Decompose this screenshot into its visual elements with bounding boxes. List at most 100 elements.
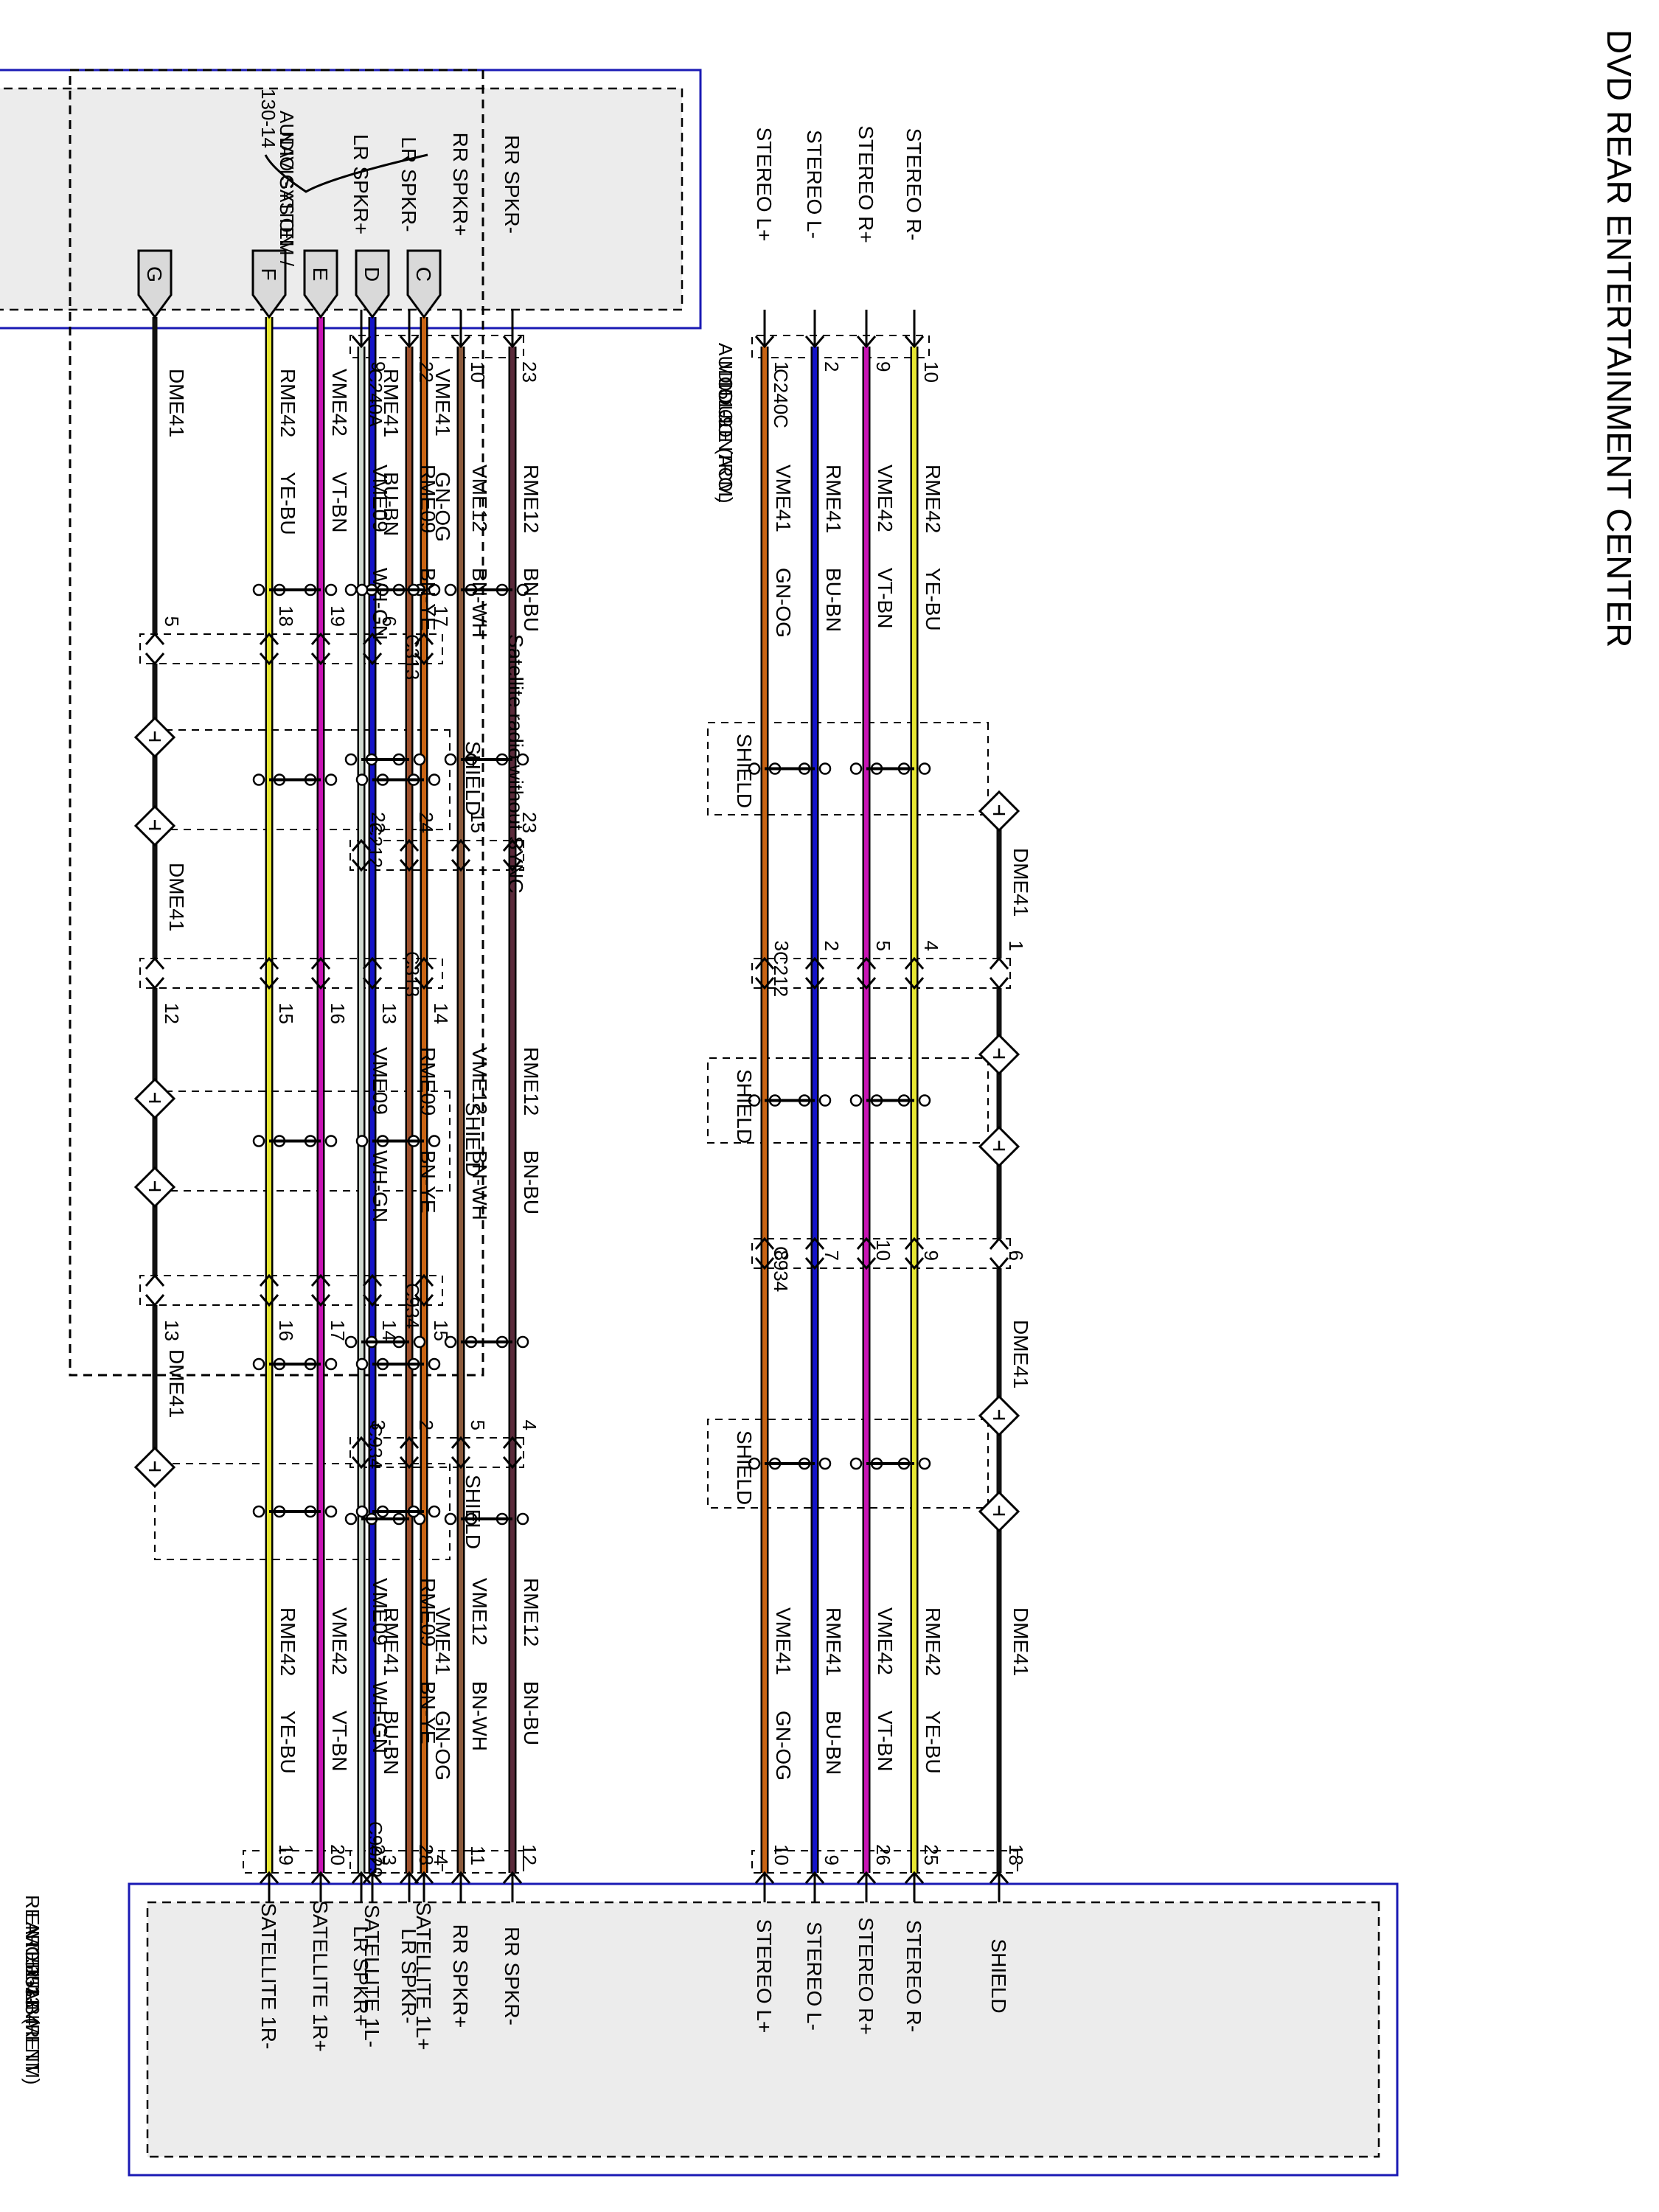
g1-arrow-retm-1 [399,1871,420,1884]
g3-pin-b-2: 16 [327,1003,349,1024]
g3-arrow-b1-2 [310,956,331,970]
g2-circuit-seg3-3: RME42 [922,1607,945,1676]
g3-arrow-b2-0 [414,977,434,990]
g3-shield-2-label: SHIELD [462,1102,484,1177]
g2-retm-label-2: STEREO R+ [855,1917,877,2034]
g3-arrow-a2-1 [362,653,383,666]
g3-extra-twist-b-0-top-a [324,583,338,597]
retm-name-line: ENTERTAINMENT [21,1913,44,2074]
g1-conn-b: C934 [364,1423,386,1469]
g2-retm-connector-box [751,1850,1018,1874]
g2-shield-3-twist-b-bot-a [918,1457,931,1470]
g2-shield-1-twist-a-bot-a [818,762,832,775]
g2-arrow-c212b-1 [804,977,825,990]
acm-name-line: MODULE (ACM) [714,361,737,504]
g3-arrow-a1-1 [362,632,383,645]
g2-arrow-c212a-0 [754,956,775,970]
g2-shield-3-label: SHIELD [733,1430,756,1505]
g1-color-seg3-0: WH-GN [369,1681,392,1753]
g3-pin-a-3: 18 [275,605,297,627]
g3-pin-a-0: 17 [430,605,452,627]
g2-drain-arrow-d [989,1257,1009,1270]
g3-circuit-seg1-0: VME41 [431,369,454,437]
g1-twist-1-bot-a [516,583,529,597]
g2-shield-1-label: SHIELD [733,734,756,808]
g3-drain-diamond-4-sym [149,1181,161,1192]
g2-shield-1-twist-b-bot-a [918,762,931,775]
g3-shield-1-twist-a-bot-b [355,773,369,786]
g3-drain-arrow-a [145,632,165,645]
g3-conn-a: C313 [401,634,423,680]
retm-name-line: 151-33 [21,1948,44,2008]
g2-color-seg3-0: GN-OG [772,1711,795,1781]
g2-arrow-c212a-2 [856,956,877,970]
g3-bracket [264,153,428,193]
g1-color-seg2-2: BN-WH [468,1150,491,1220]
g2-shield-2-twist-b-top-b [849,1094,863,1107]
g3-tag-drain-letter: G [143,266,166,282]
g3-pin-b-3: 15 [275,1003,297,1024]
g3-shield-3-twist-b-bot-b [252,1505,265,1518]
g2-circuit-seg3-2: VME42 [874,1607,897,1675]
g3-retm-label-2: SATELLITE 1R+ [309,1900,332,2052]
g2-arrow-acm-0 [754,335,775,349]
g2-shield-3-twist-a-bot-a [818,1457,832,1470]
g2-pin-b-1: 7 [821,1251,843,1261]
g3-tag-letter-2: E [309,268,332,282]
marks-layer [133,153,1020,1884]
g3-conn-b: C313 [401,951,423,997]
g2-pin-acm-0: 1 [771,361,793,372]
g1-conn-retm: C9029 [364,1821,386,1878]
g3-drain-arrow-d [145,977,165,990]
g1-c212-box [349,840,524,871]
g1-arrow-acm-1 [399,335,420,349]
g2-arrow-c934b-3 [904,1257,925,1270]
g1-circuit-seg1-0: VME09 [369,465,392,532]
g3-shield-3-box [154,1463,451,1560]
g2-conn-a: C212 [770,951,792,997]
g2-drain-pin-a: 1 [1005,941,1027,951]
g1-twist-7-top-b [444,1512,457,1526]
g2-acm-label-1: STEREO L- [803,130,826,239]
g1-arrow-c212b-3 [502,859,523,872]
g1-color-seg3-2: BN-WH [468,1681,491,1751]
g1-acm-label-3: RR SPKR- [501,135,524,234]
retm-name-line: MODULE (RETM) [21,1930,44,2084]
g2-pin-retm-3: 25 [920,1844,942,1865]
g1-pin-acm-0: 9 [367,361,389,372]
g3-shield-3-label: SHIELD [462,1475,484,1549]
g3-retm-label-1: SATELLITE 1L- [361,1905,383,2048]
g2-color-seg3-1: BU-BN [822,1711,845,1775]
g1-twist-2-bot-a [413,753,426,766]
g2-drain-circuit-3: DME41 [1009,1607,1032,1676]
g1-arrow-c934a-3 [502,1436,523,1449]
g1-circuit-seg2-0: VME09 [369,1047,392,1115]
g3-arrow-c1-3 [259,1273,279,1287]
g2-acm-connector-box [751,335,930,358]
g1-pin-retm-2: 11 [467,1846,489,1865]
g1-arrow-c934a-0 [351,1436,372,1449]
g2-drain-circuit-2: DME41 [1009,1320,1032,1388]
g3-arrow-retm-1 [362,1871,383,1884]
g2-conn-b: C934 [770,1246,792,1292]
g3-shield-3-twist-a-bot-b [355,1505,369,1518]
g3-tag-drain [137,249,173,319]
g1-circuit-seg3-3: RME12 [520,1578,543,1646]
g3-arrow-a1-0 [414,632,434,645]
g3-c313b-box [139,958,443,989]
g3-extra-twist-b-1-bot-b [252,1357,265,1371]
g3-arrow-b1-3 [259,956,279,970]
g1-circuit-seg2-3: RME12 [520,1047,543,1116]
g3-arrow-b1-1 [362,956,383,970]
g3-color-seg1-3: YE-BU [276,472,299,535]
g1-pin-a-0: 22 [367,812,389,833]
g2-arrow-c212b-3 [904,977,925,990]
g2-acm-label-2: STEREO R+ [855,125,877,243]
g1-circuit-seg2-1: RME09 [417,1047,439,1116]
g2-drain-diamond-2-sym [993,1048,1005,1059]
g3-shield-1-twist-b-top-a [324,773,338,786]
g2-color-seg1-1: BU-BN [822,568,845,632]
g3-shield-2-twist-a-top-a [428,1135,441,1147]
g2-color-seg1-3: YE-BU [922,568,945,631]
